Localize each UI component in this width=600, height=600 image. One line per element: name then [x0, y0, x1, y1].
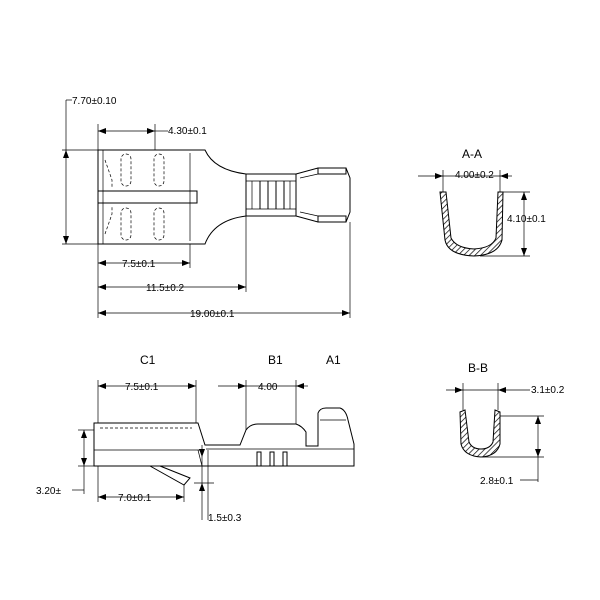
dim-barrel-width: 4.30±0.1	[168, 126, 207, 137]
dim-aa-height: 4.10±0.1	[507, 214, 546, 225]
label-a1: A1	[326, 353, 341, 367]
dim-length-7-5-side: 7.5±0.1	[125, 382, 159, 393]
dim-crimp-4: 4.00	[258, 382, 278, 393]
side-view-dimensions: 7.5±0.1 4.00 3.20± 7.0±0.1 1.5±0.3	[36, 380, 308, 524]
dim-length-7-0: 7.0±0.1	[118, 493, 152, 504]
dim-overall-width: 7.70±0.10	[72, 96, 117, 107]
dim-height-3-2: 3.20±	[36, 486, 61, 497]
dim-aa-width: 4.00±0.2	[455, 170, 494, 181]
dim-bb-width: 3.1±0.2	[531, 385, 565, 396]
label-b-b: B-B	[468, 361, 488, 375]
label-c1: C1	[140, 353, 156, 367]
dim-length-7-5-top: 7.5±0.1	[122, 259, 156, 270]
dim-length-11-5: 11.5±0.2	[146, 283, 185, 294]
dim-bb-height: 2.8±0.1	[480, 476, 514, 487]
top-view	[97, 149, 351, 245]
label-b1: B1	[268, 353, 283, 367]
top-view-dimensions: 7.70±0.10 4.30±0.1 7.5±0.1 11.5±0.2 19.0…	[62, 96, 351, 320]
side-view: C1 B1 A1	[93, 353, 355, 486]
dim-offset-1-5: 1.5±0.3	[208, 513, 242, 524]
dim-length-19: 19.00±0.1	[190, 309, 235, 320]
label-a-a: A-A	[462, 147, 482, 161]
section-a-a: A-A 4.00±0.2 4.10±0.1	[418, 147, 546, 257]
section-b-b: B-B 3.1±0.2 2.8±0.1	[446, 361, 565, 487]
